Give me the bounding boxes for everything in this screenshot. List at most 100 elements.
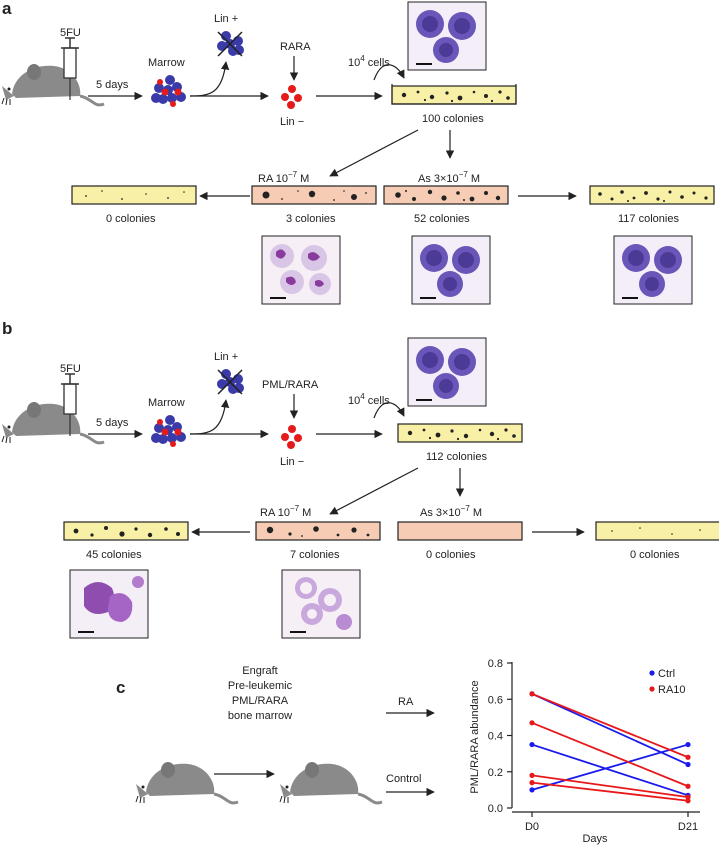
x-axis-title: Days — [582, 833, 608, 845]
ra-colonies-label: 7 colonies — [290, 549, 340, 561]
cells-count-label: 104 cells — [348, 54, 390, 69]
data-point-ra10 — [529, 691, 535, 697]
dish-right — [589, 185, 715, 205]
data-point-ctrl — [529, 741, 535, 748]
engraft-line-1: Engraft — [242, 665, 277, 677]
lin-minus-cells-icon — [281, 85, 302, 109]
y-tick-label: 0.4 — [488, 731, 503, 743]
dish-as — [383, 185, 509, 205]
dish-right — [595, 521, 719, 541]
y-tick-label: 0.8 — [488, 658, 503, 670]
data-point-ra10 — [685, 783, 691, 789]
data-point-ra10 — [685, 754, 691, 760]
series-line-ra10 — [531, 774, 689, 799]
as-condition-label: As 3×10−7 M — [418, 170, 480, 185]
as-condition-label: As 3×10−7 M — [420, 504, 482, 519]
panel-c: c Engraft Pre-leukemic PML/RARA bone mar… — [116, 658, 700, 845]
legend-label: Ctrl — [658, 668, 675, 680]
days-label: 5 days — [96, 79, 129, 91]
lin-minus-label: Lin − — [280, 456, 304, 468]
dish-ra — [255, 521, 381, 541]
series-line-ra10 — [531, 692, 689, 759]
panel-b-letter: b — [2, 319, 12, 338]
data-point-ctrl — [685, 761, 691, 768]
data-point-ra10 — [529, 780, 535, 786]
lin-plus-cells-icon — [216, 30, 245, 57]
series-line-ra10 — [531, 721, 689, 788]
data-point-ctrl — [529, 787, 535, 793]
engraft-line-2: Pre-leukemic — [228, 680, 293, 692]
mouse-icon — [278, 760, 384, 805]
cells-count-label: 104 cells — [348, 392, 390, 407]
mouse-icon — [0, 62, 106, 107]
x-tick-label: D21 — [678, 821, 698, 833]
transduced-label: RARA — [280, 41, 311, 53]
dish-initial — [391, 84, 517, 105]
drug-label: 5FU — [60, 27, 81, 39]
abundance-chart: PML/RARA abundance Days 0.00.20.40.60.8 … — [469, 658, 700, 845]
legend-marker — [649, 686, 655, 692]
as-colonies-label: 0 colonies — [426, 549, 476, 561]
micrograph-left — [69, 569, 149, 639]
series-line-ctrl — [531, 743, 689, 797]
mouse-icon — [134, 760, 240, 805]
y-axis-title: PML/RARA abundance — [469, 680, 481, 793]
y-tick-label: 0.2 — [488, 767, 503, 779]
lin-minus-cells-icon — [281, 425, 302, 449]
transduced-label: PML/RARA — [262, 379, 319, 391]
marrow-cells-icon — [151, 75, 186, 107]
legend-label: RA10 — [658, 684, 686, 696]
marrow-label: Marrow — [148, 57, 185, 69]
ra-colonies-label: 3 colonies — [286, 213, 336, 225]
dish-left — [63, 521, 189, 541]
lin-plus-label: Lin + — [214, 13, 238, 25]
dish-left — [71, 185, 197, 205]
panel-a-letter: a — [2, 0, 12, 18]
micrograph-ra — [261, 235, 341, 305]
series-line-ra10 — [531, 781, 689, 802]
left-colonies-label: 45 colonies — [86, 549, 142, 561]
drug-label: 5FU — [60, 363, 81, 375]
series-line-ctrl — [531, 743, 689, 791]
left-colonies-label: 0 colonies — [106, 213, 156, 225]
marrow-label: Marrow — [148, 397, 185, 409]
data-point-ra10 — [529, 772, 535, 778]
ra-arm-label: RA — [398, 696, 414, 708]
data-point-ctrl — [685, 741, 691, 748]
panel-c-letter: c — [116, 678, 125, 697]
micrograph-initial — [407, 1, 487, 71]
data-point-ra10 — [529, 720, 535, 726]
as-colonies-label: 52 colonies — [414, 213, 470, 225]
control-arm-label: Control — [386, 773, 421, 785]
panel-a: a 5FU 5 days Marrow Lin + RARA Lin − 104… — [0, 0, 715, 305]
micrograph-as — [411, 235, 491, 305]
lin-minus-label: Lin − — [280, 116, 304, 128]
days-label: 5 days — [96, 417, 129, 429]
dish-initial — [397, 423, 523, 443]
engraft-line-3: PML/RARA — [232, 695, 289, 707]
micrograph-right — [613, 235, 693, 305]
lin-plus-cells-icon — [216, 368, 245, 395]
y-tick-label: 0.0 — [488, 803, 503, 815]
micrograph-ra — [281, 569, 361, 639]
data-point-ra10 — [685, 798, 691, 804]
dish-ra — [251, 185, 377, 205]
data-point-ra10 — [685, 794, 691, 800]
mouse-icon — [0, 400, 106, 445]
lin-plus-label: Lin + — [214, 351, 238, 363]
panel-b: b 5FU 5 days Marrow Lin + PML/RARA Lin −… — [0, 319, 719, 639]
y-tick-label: 0.6 — [488, 694, 503, 706]
engraft-line-4: bone marrow — [228, 710, 292, 722]
right-colonies-label: 117 colonies — [618, 213, 679, 225]
initial-colonies-label: 100 colonies — [422, 113, 484, 125]
ra-condition-label: RA 10−7 M — [258, 170, 309, 185]
initial-colonies-label: 112 colonies — [426, 451, 487, 463]
micrograph-initial — [407, 337, 487, 407]
dish-as — [397, 521, 523, 541]
marrow-cells-icon — [151, 415, 186, 447]
legend-marker — [649, 670, 655, 676]
ra-condition-label: RA 10−7 M — [260, 504, 311, 519]
x-tick-label: D0 — [525, 821, 539, 833]
